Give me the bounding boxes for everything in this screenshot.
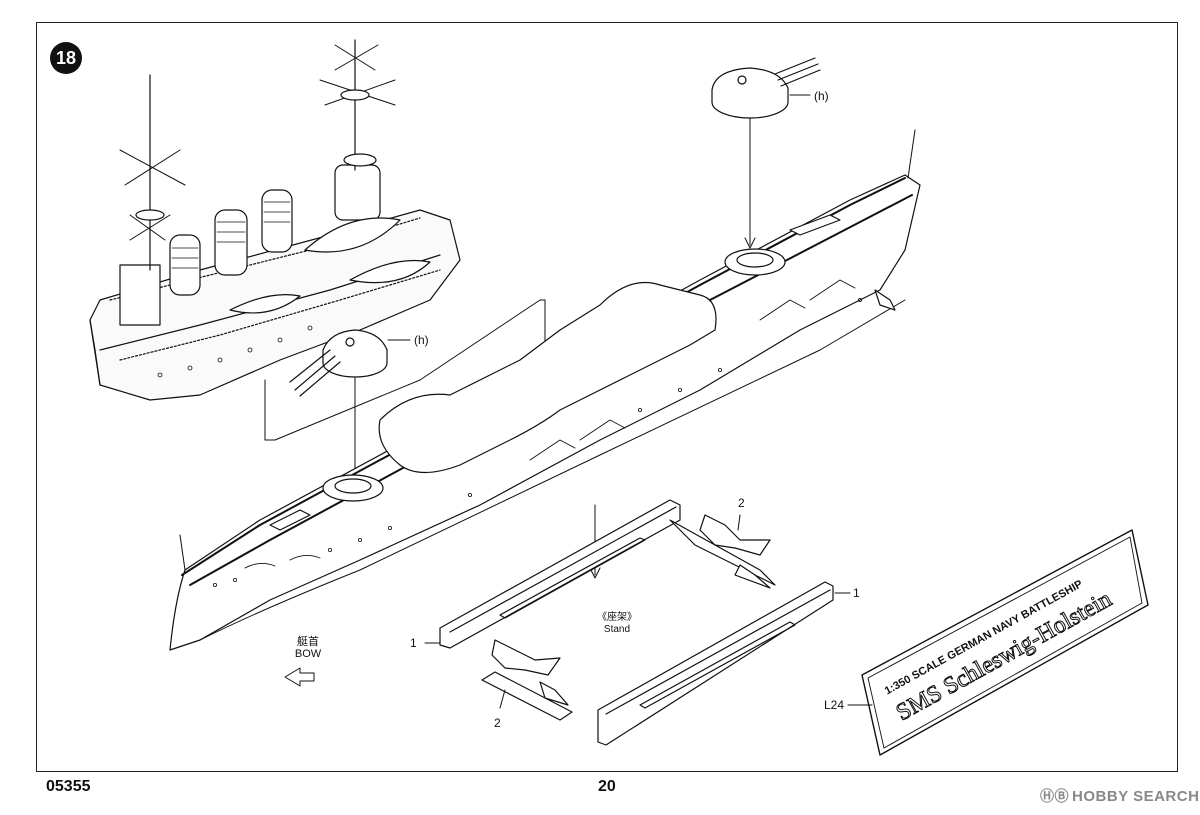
bow-label-en: BOW <box>294 648 322 660</box>
turret-h-fore <box>289 329 411 483</box>
stand-label: 《座架》 Stand <box>592 612 642 636</box>
part-number-2-top: 2 <box>738 496 745 510</box>
bow-label-cn: 艇首 <box>297 636 319 648</box>
product-code: 05355 <box>46 778 91 795</box>
turret-label-aft: (h) <box>814 89 829 103</box>
nameplate-l24 <box>847 529 1149 756</box>
bow-label: 艇首 BOW <box>288 636 328 660</box>
turret-h-aft <box>711 57 821 249</box>
turret-label-fore: (h) <box>414 333 429 347</box>
page-number: 20 <box>598 778 616 795</box>
watermark-text: HOBBY SEARCH <box>1072 787 1200 805</box>
part-number-l24: L24 <box>824 698 845 712</box>
superstructure-assembly <box>89 39 461 401</box>
hull <box>169 129 921 651</box>
hobby-search-logo: ⒽⒷ <box>1040 788 1069 804</box>
part-number-1-right: 1 <box>853 586 860 600</box>
stand-label-cn: 《座架》 <box>597 612 637 623</box>
page-frame <box>36 22 1178 772</box>
stand-label-en: Stand <box>603 624 631 635</box>
part-number-2-bottom: 2 <box>494 716 501 730</box>
display-stand <box>424 499 851 746</box>
step-number-badge: 18 <box>50 42 82 74</box>
watermark: ⒽⒷ HOBBY SEARCH <box>1040 786 1199 806</box>
part-number-1-left: 1 <box>410 636 417 650</box>
